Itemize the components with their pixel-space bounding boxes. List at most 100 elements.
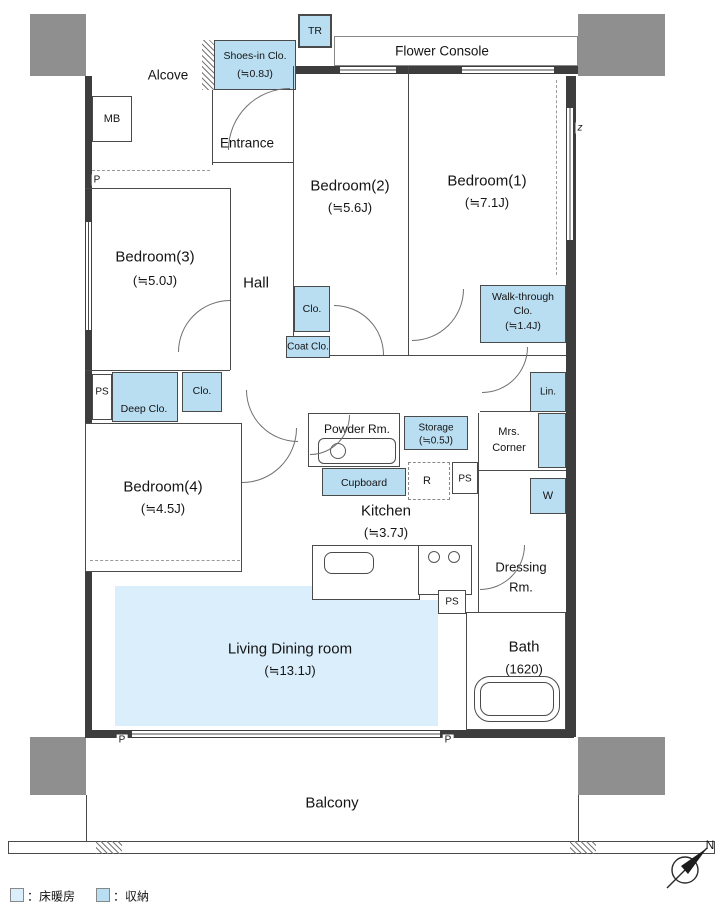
bedroom4-size: (≒4.5J) [140, 501, 186, 516]
wall-bedroom1-west [408, 66, 409, 355]
pipe-space-kitchen-box [452, 462, 478, 494]
wall-hatch [202, 40, 214, 90]
entrance-label: Entrance [219, 135, 275, 151]
bedroom1-door-arc [412, 289, 464, 341]
walk-through-closet-box [480, 285, 566, 343]
mid-closet-label: Clo. [192, 385, 212, 397]
pillar-top-right [578, 14, 665, 76]
mrs-corner-label-1: Mrs. [498, 426, 520, 438]
wall-break-mark: z [575, 122, 585, 134]
window-bedroom1-east [567, 108, 573, 240]
deep-closet-box [112, 372, 178, 422]
pillar-bottom-left [30, 737, 86, 795]
balcony-edge-left [86, 795, 87, 842]
balcony-label: Balcony [305, 794, 359, 812]
bedroom2-size: (≒5.6J) [327, 200, 373, 215]
pipe-space-left-label: PS [95, 386, 109, 398]
living-dining-size: (≒13.1J) [264, 663, 316, 678]
bedroom1-label: Bedroom(1) [447, 172, 527, 190]
balcony-rail-hatch-left [96, 841, 122, 854]
balcony-rail-outer [8, 841, 715, 842]
deep-closet-label: Deep Clo. [120, 403, 168, 415]
wall-bedroom2-west [293, 66, 294, 355]
kitchen-stove [418, 545, 472, 595]
hall-label: Hall [243, 274, 269, 292]
walk-through-label-2: Clo. [513, 305, 533, 317]
balcony-rail-end-right [714, 841, 715, 853]
kitchen-size: (≒3.7J) [363, 525, 409, 540]
wall-right [566, 76, 576, 737]
pillar-top-left [30, 14, 86, 76]
fridge-space-box [408, 462, 450, 500]
pillar-bottom-right [578, 737, 665, 795]
flower-console-label: Flower Console [395, 43, 489, 59]
legend-storage-swatch [96, 888, 110, 902]
bedroom4-beam-dash [90, 560, 240, 561]
shoes-in-closet-size: (≒0.8J) [237, 68, 273, 80]
kitchen-sink [324, 552, 374, 574]
walk-through-size: (≒1.4J) [505, 320, 541, 332]
meter-box-label: MB [103, 113, 121, 125]
trunk-room-label: TR [308, 25, 322, 37]
trunk-room-box [298, 14, 332, 48]
kitchen-label: Kitchen [360, 502, 412, 520]
bedroom4-label: Bedroom(4) [123, 478, 203, 496]
storage-label: Storage [418, 422, 454, 434]
fridge-label: R [423, 475, 431, 487]
pipe-space-bath-label: PS [445, 596, 459, 608]
bedroom3-label: Bedroom(3) [115, 248, 195, 266]
balcony-rail-end-left [8, 841, 9, 853]
bedroom1-size: (≒7.1J) [464, 195, 510, 210]
cupboard-label: Cupboard [340, 477, 388, 489]
bedroom4-box [85, 423, 242, 572]
washer-label: W [542, 490, 554, 502]
washer-box [530, 478, 566, 514]
linen-label: Lin. [539, 386, 557, 398]
flower-console-box [334, 36, 578, 66]
p-mark-balcony-left: P [116, 734, 128, 746]
storage-box [404, 416, 468, 450]
bedroom3-size: (≒5.0J) [132, 273, 178, 288]
shoes-in-closet-label: Shoes-in Clo. [223, 50, 287, 62]
alcove-label: Alcove [147, 67, 189, 83]
wall-bedroom3-north [85, 188, 230, 189]
hall-closet-label: Clo. [302, 303, 322, 315]
bedroom2-door-arc [334, 305, 384, 355]
coat-closet-label: Coat Clo. [287, 341, 329, 353]
stove-burner-1 [428, 551, 440, 563]
pipe-space-left-box [92, 374, 112, 420]
alcove-boundary-dash [92, 170, 210, 171]
bath-label: Bath [508, 638, 540, 656]
compass-icon [666, 847, 708, 889]
wall-entrance-west [212, 90, 213, 165]
living-dining-label: Living Dining room [227, 640, 353, 658]
p-mark-balcony-right: P [442, 734, 454, 746]
legend-floor-heating-swatch [10, 888, 24, 902]
window-bedroom3 [86, 222, 91, 330]
stove-burner-2 [448, 551, 460, 563]
balcony-edge-right [578, 795, 579, 842]
wall-bedroom3-east [230, 188, 231, 370]
bedroom2-label: Bedroom(2) [310, 177, 390, 195]
balcony-rail-inner [8, 853, 715, 854]
wall-dressing-north [478, 470, 566, 471]
window-bedroom2 [340, 67, 396, 73]
dressing-label-2: Rm. [509, 579, 533, 595]
coat-closet-box [286, 336, 330, 358]
bedroom3-door-arc [178, 300, 230, 352]
legend-floor-heating-label: ：床暖房 [27, 889, 76, 904]
legend-storage-label: ：収納 [113, 889, 150, 904]
wall-mrs-corner-north [480, 411, 566, 412]
window-living-balcony [132, 731, 440, 737]
pipe-space-kitchen-label: PS [458, 473, 472, 485]
hall-closet-box [294, 286, 330, 332]
cupboard-box [322, 468, 406, 496]
meter-box [92, 96, 132, 142]
floor-heating-area-east [312, 600, 438, 726]
wall-bedroom3-south [85, 370, 230, 371]
mrs-corner-label-2: Corner [492, 442, 526, 454]
mid-closet-box [182, 372, 222, 412]
walk-through-door-arc [482, 347, 528, 393]
window-bedroom1 [462, 67, 554, 73]
